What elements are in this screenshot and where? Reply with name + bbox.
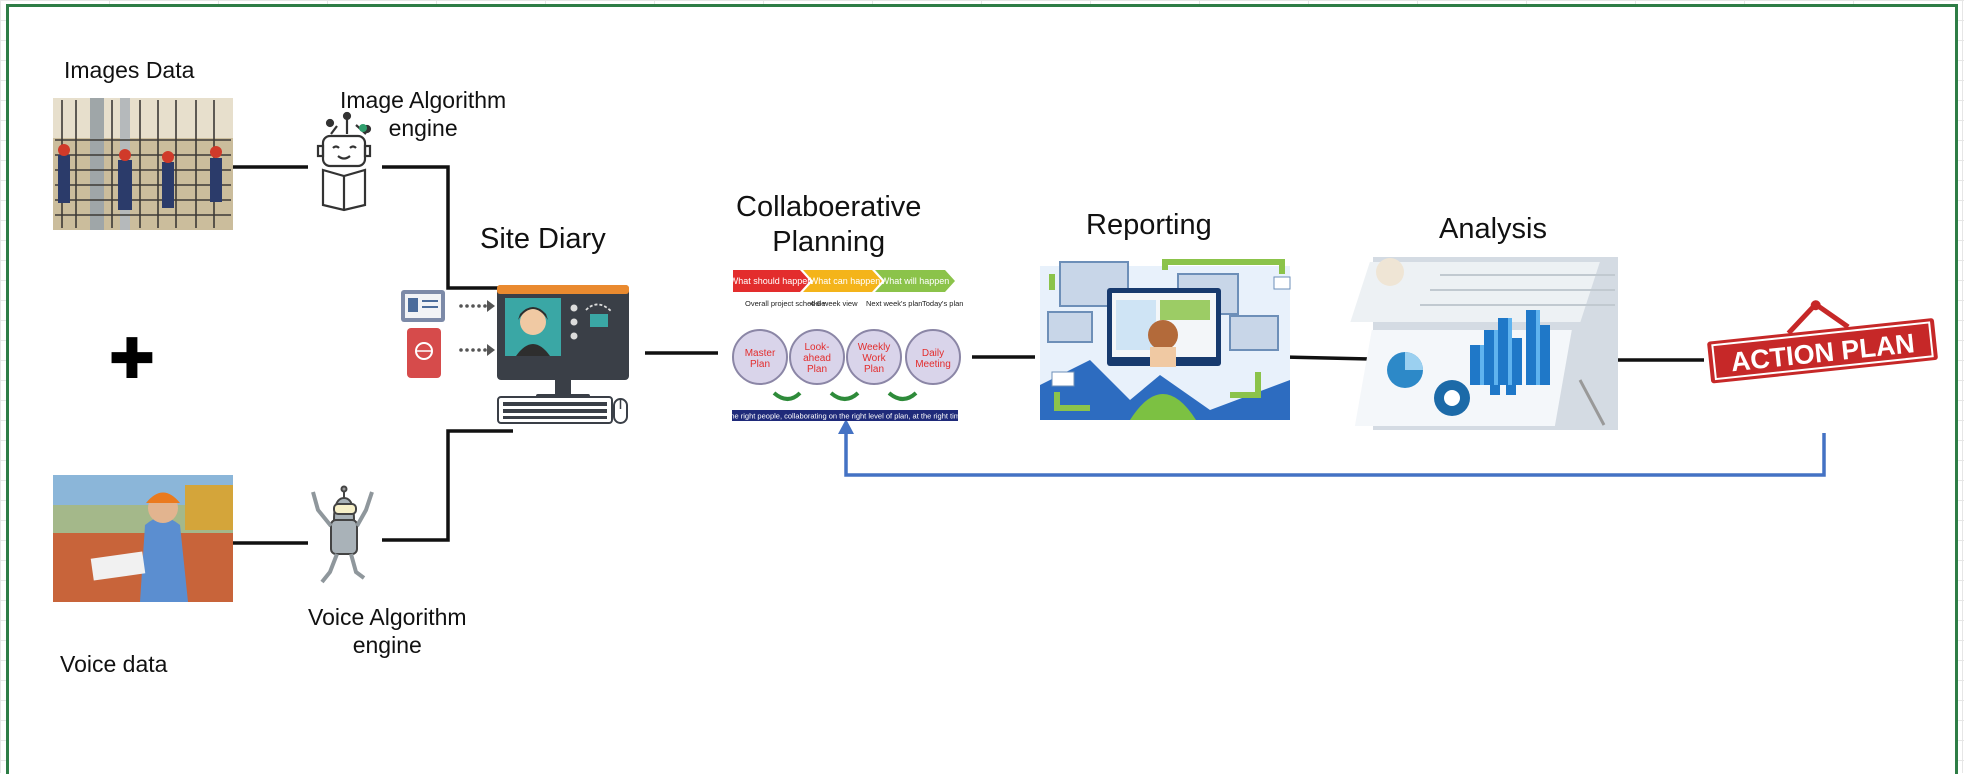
planning-desc-2: 4-6 week view bbox=[810, 299, 858, 308]
bender-robot-icon bbox=[311, 485, 374, 584]
circle-daily-l2: Meeting bbox=[915, 359, 951, 370]
circle-master-l1: Master bbox=[745, 348, 776, 359]
construction-workers-photo bbox=[53, 98, 233, 230]
planning-line1: Collaboerative bbox=[736, 191, 922, 223]
images-data-label: Images Data bbox=[64, 57, 195, 83]
voice-engine-line1: Voice Algorithm bbox=[308, 604, 467, 630]
image-engine-line2: engine bbox=[388, 115, 458, 142]
arrow-label-should: What should happen bbox=[730, 276, 813, 286]
circle-weekly-l1: Weekly bbox=[858, 342, 891, 353]
analysis-illustration bbox=[1350, 257, 1618, 430]
image-engine-label: Image Algorithm engine bbox=[340, 86, 506, 142]
circle-master-l2: Plan bbox=[750, 359, 770, 370]
master-plan-circle bbox=[732, 329, 788, 385]
site-diary-computer-icon bbox=[401, 285, 629, 424]
voice-engine-line2: engine bbox=[352, 632, 422, 659]
engineer-on-phone-photo bbox=[53, 475, 233, 602]
planning-desc-3: Next week's plan bbox=[866, 299, 922, 308]
daily-meeting-circle bbox=[905, 329, 961, 385]
planning-desc-1: Overall project schedule bbox=[745, 299, 825, 308]
analysis-label: Analysis bbox=[1439, 213, 1547, 245]
circle-weekly-l3: Plan bbox=[864, 364, 884, 375]
planning-desc-4: Today's plan bbox=[922, 299, 963, 308]
circle-weekly-l2: Work bbox=[862, 353, 886, 364]
circle-look-l3: Plan bbox=[807, 364, 827, 375]
circle-daily-l1: Daily bbox=[922, 348, 944, 359]
voice-data-label: Voice data bbox=[60, 651, 168, 677]
circle-look-l1: Look- bbox=[804, 342, 829, 353]
planning-line2: Planning bbox=[772, 226, 886, 259]
lookahead-plan-circle bbox=[789, 329, 845, 385]
arrow-label-will: What will happen bbox=[881, 276, 950, 286]
reporting-illustration bbox=[1040, 259, 1291, 420]
image-engine-line1: Image Algorithm bbox=[340, 87, 507, 113]
site-diary-label: Site Diary bbox=[480, 223, 606, 255]
planning-footer-text: The right people, collaborating on the r… bbox=[726, 412, 964, 421]
feedback-arrow bbox=[838, 419, 1826, 477]
reporting-label: Reporting bbox=[1086, 209, 1212, 241]
voice-engine-label: Voice Algorithm engine bbox=[308, 603, 467, 659]
action-plan-sign: ACTION PLAN bbox=[1707, 300, 1938, 384]
planning-levels-graphic: What should happen What can happen What … bbox=[726, 270, 964, 421]
plus-icon: ✚ bbox=[109, 327, 156, 392]
robot-reading-icon bbox=[316, 111, 372, 212]
weekly-plan-circle bbox=[846, 329, 902, 385]
arrow-label-can: What can happen bbox=[810, 276, 881, 286]
flow-connectors bbox=[233, 165, 1704, 545]
circle-look-l2: ahead bbox=[803, 353, 831, 364]
planning-label: Collaboerative Planning bbox=[736, 190, 921, 261]
